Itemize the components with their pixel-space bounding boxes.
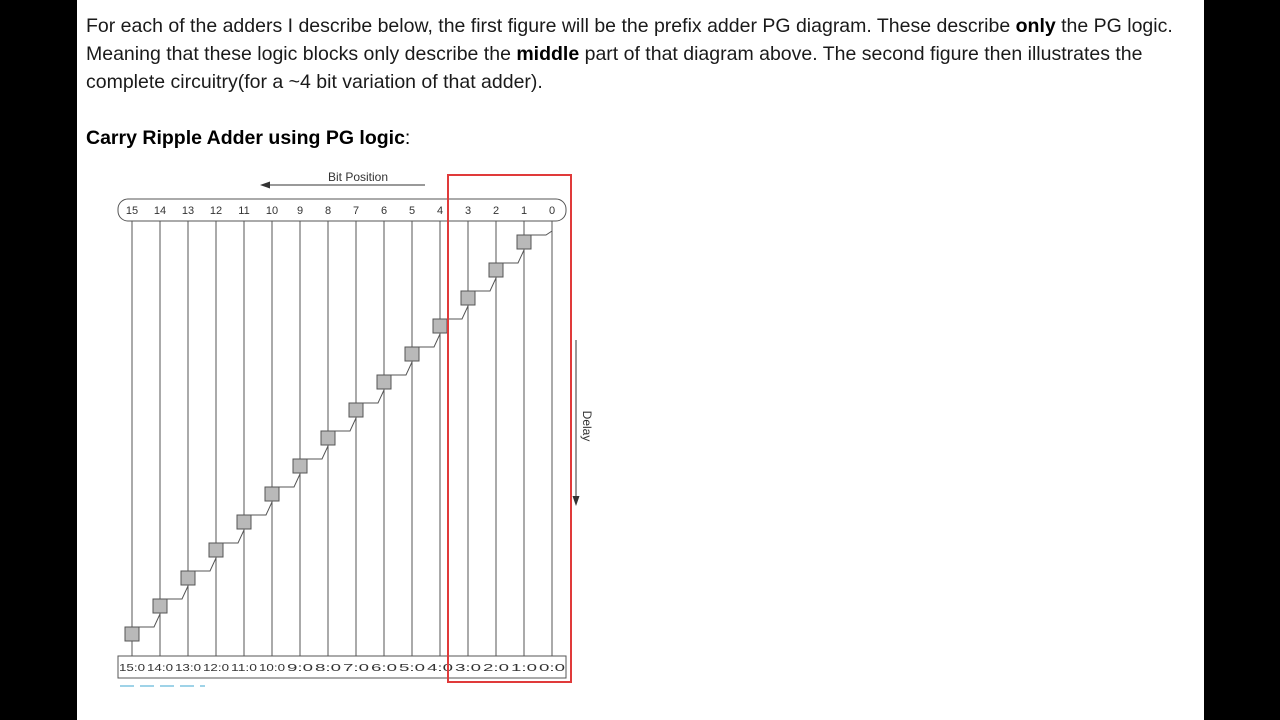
bit-label: 8 bbox=[325, 205, 331, 217]
output-label: 13:0 bbox=[175, 662, 201, 674]
pg-cell bbox=[488, 262, 504, 278]
carry-wire bbox=[363, 389, 385, 404]
pg-cell bbox=[236, 514, 252, 530]
carry-wire bbox=[447, 305, 469, 320]
carry-wire bbox=[335, 417, 357, 432]
output-label-bar bbox=[117, 655, 567, 679]
pg-cell bbox=[292, 458, 308, 474]
carry-wire bbox=[391, 361, 413, 376]
pg-cell bbox=[460, 290, 476, 306]
bit-label: 10 bbox=[266, 205, 278, 217]
bit-label: 2 bbox=[493, 205, 499, 217]
intro-text-1: For each of the adders I describe below,… bbox=[86, 15, 1016, 37]
pg-cell bbox=[208, 542, 224, 558]
bit-label: 13 bbox=[182, 205, 194, 217]
intro-emphasis-only: only bbox=[1015, 15, 1056, 37]
pg-cell bbox=[180, 570, 196, 586]
bit-label-bar bbox=[117, 198, 567, 222]
output-label: 9:0 bbox=[287, 662, 313, 674]
bit-label: 4 bbox=[437, 205, 443, 217]
diagram-arrows: Bit Position Delay bbox=[260, 170, 594, 506]
carry-wire bbox=[279, 473, 301, 488]
carry-wire bbox=[195, 557, 217, 572]
output-label: 3:0 bbox=[455, 662, 481, 674]
bit-position-arrowhead bbox=[260, 181, 270, 189]
pg-cell bbox=[348, 402, 364, 418]
carry-wire bbox=[503, 249, 525, 264]
carry-wires bbox=[139, 230, 553, 628]
pg-cell bbox=[432, 318, 448, 334]
output-label: 6:0 bbox=[371, 662, 397, 674]
bit-column-lines bbox=[131, 221, 553, 656]
output-label: 2:0 bbox=[483, 662, 509, 674]
delay-label: Delay bbox=[580, 411, 594, 442]
output-label: 12:0 bbox=[203, 662, 229, 674]
bit-label: 9 bbox=[297, 205, 303, 217]
carry-wire bbox=[475, 277, 497, 292]
carry-wire bbox=[223, 529, 245, 544]
carry-wire bbox=[531, 230, 553, 236]
pg-cell bbox=[152, 598, 168, 614]
bit-label: 1 bbox=[521, 205, 527, 217]
pg-cell bbox=[404, 346, 420, 362]
output-label: 8:0 bbox=[315, 662, 341, 674]
output-label: 7:0 bbox=[343, 662, 369, 674]
output-label: 4:0 bbox=[427, 662, 453, 674]
intro-text-2: the PG logic. Meaning that these logic b… bbox=[86, 15, 1173, 65]
intro-paragraph: For each of the adders I describe below,… bbox=[86, 12, 1196, 96]
output-label: 10:0 bbox=[259, 662, 285, 674]
output-label: 5:0 bbox=[399, 662, 425, 674]
pg-cell bbox=[320, 430, 336, 446]
section-title: Carry Ripple Adder using PG logic bbox=[86, 127, 405, 149]
bit-label: 0 bbox=[549, 205, 555, 217]
bit-label: 3 bbox=[465, 205, 471, 217]
output-label: 0:0 bbox=[539, 662, 565, 674]
pg-cell bbox=[264, 486, 280, 502]
output-label: 1:0 bbox=[511, 662, 537, 674]
bit-label: 11 bbox=[238, 205, 249, 217]
intro-text-3: part of that diagram above. The second f… bbox=[86, 43, 1143, 93]
pg-cell bbox=[124, 626, 140, 642]
page-content: For each of the adders I describe below,… bbox=[77, 0, 1204, 720]
bit-label: 15 bbox=[126, 205, 138, 217]
bit-label: 7 bbox=[353, 205, 359, 217]
pg-cells bbox=[124, 234, 532, 642]
carry-wire bbox=[139, 613, 161, 628]
carry-wire bbox=[307, 445, 329, 460]
carry-wire bbox=[167, 585, 189, 600]
bit-label: 12 bbox=[210, 205, 222, 217]
section-heading: Carry Ripple Adder using PG logic: bbox=[86, 124, 410, 152]
bit-label: 6 bbox=[381, 205, 387, 217]
intro-emphasis-middle: middle bbox=[516, 43, 580, 65]
carry-wire bbox=[419, 333, 441, 348]
bit-label: 14 bbox=[154, 205, 166, 217]
highlight-box bbox=[447, 174, 572, 683]
output-label: 11:0 bbox=[231, 662, 257, 674]
pg-cell bbox=[516, 234, 532, 250]
carry-wire bbox=[251, 501, 273, 516]
section-title-colon: : bbox=[404, 127, 411, 149]
delay-arrowhead bbox=[572, 496, 580, 506]
output-label: 15:0 bbox=[119, 662, 145, 674]
pg-cell bbox=[376, 374, 392, 390]
bit-position-label: Bit Position bbox=[328, 170, 388, 184]
bit-label: 5 bbox=[409, 205, 415, 217]
output-label: 14:0 bbox=[147, 662, 173, 674]
